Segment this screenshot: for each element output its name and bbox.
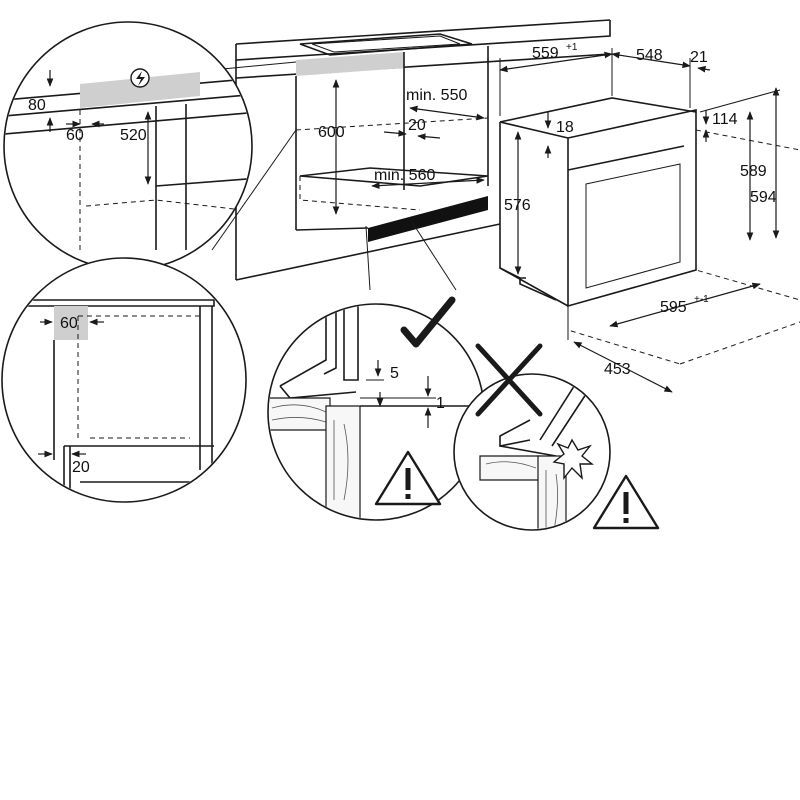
dim-114: 114 — [712, 111, 738, 128]
dim-min-560: min. 560 — [374, 167, 435, 184]
dim-21: 21 — [690, 49, 708, 66]
dim-min-550: min. 550 — [406, 87, 467, 104]
dim-60-b: 60 — [60, 315, 78, 332]
dim-576: 576 — [504, 197, 531, 214]
dim-20: 20 — [408, 117, 426, 134]
dim-594: 594 — [750, 189, 777, 206]
oven-drawing: 559 +1 548 21 18 114 576 589 594 595 +-1… — [499, 42, 800, 393]
dim-1: 1 — [436, 395, 445, 412]
kitchen-cabinet-view: 600 min. 550 20 min. 560 — [235, 19, 611, 281]
detail-b-circle: 60 20 — [1, 257, 247, 503]
dim-559-tolerance: +1 — [566, 42, 578, 53]
detail-d-circle — [453, 343, 660, 531]
dim-559: 559 — [532, 45, 559, 62]
detail-c-circle: 5 1 — [267, 221, 485, 521]
dim-80: 80 — [28, 97, 46, 114]
impact-burst-icon — [552, 438, 594, 480]
dim-548: 548 — [636, 47, 663, 64]
dim-589: 589 — [740, 163, 767, 180]
dim-453: 453 — [604, 361, 631, 378]
warning-icon — [374, 450, 442, 506]
dim-595-tolerance: +-1 — [694, 294, 709, 305]
dim-520: 520 — [120, 127, 147, 144]
dim-18: 18 — [556, 119, 574, 136]
dim-595: 595 — [660, 299, 687, 316]
dim-20-b: 20 — [72, 459, 90, 476]
hob-cutout — [299, 33, 473, 56]
checkmark-icon — [400, 296, 456, 348]
detail-a-circle: 80 60 520 — [3, 21, 297, 271]
plinth-vent — [368, 196, 488, 242]
dim-600: 600 — [318, 124, 345, 141]
dim-60: 60 — [66, 127, 84, 144]
dim-5: 5 — [390, 365, 399, 382]
cable-zone — [296, 52, 404, 76]
cross-icon — [475, 343, 543, 417]
warning-icon-2 — [592, 474, 660, 530]
